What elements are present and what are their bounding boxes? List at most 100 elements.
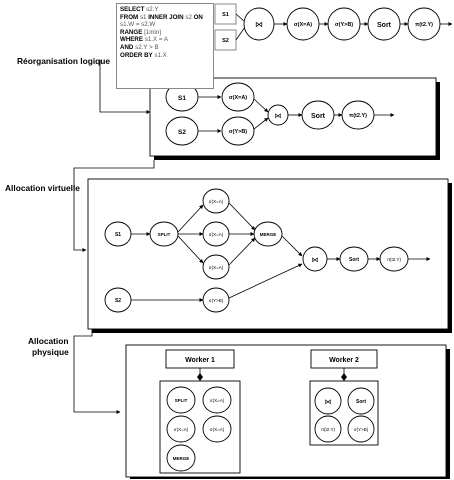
section-label-physical-2: physique [32,347,69,357]
sql-line-5: WHERE s1.X = A [120,36,210,44]
virtual-merge-label: MERGE [260,232,277,237]
logical-edge-sel-b-join [253,117,269,130]
virtual-sel-mid-label: σ(X=A) [209,232,224,237]
physical-plan: Worker 1 SPLIT σ(X=A) σ(X=A) σ(X=A) MERG… [125,344,450,479]
virtual-merge [253,221,283,247]
node-sel-b-label: σ(Y>B) [335,22,353,28]
node-sort-label: Sort [377,22,392,29]
node-proj-label: π(t2.Y) [415,22,433,28]
virtual-sel-bot [202,254,230,280]
w2-proj-label: π(t2.Y) [321,427,336,432]
node-sel-a-label: σ(X=A) [294,22,312,28]
sql-text: s2.Y [144,6,159,13]
sql-text: s1.W = s2.W [120,21,156,29]
virtual-edge-split-bot [177,235,204,264]
w2-join [314,387,342,415]
sql-line-6: AND s2.Y > B [120,44,210,52]
w2-sort-label: Sort [356,399,366,405]
w1-sel-2-label: σ(X=A) [174,427,189,432]
worker-1-title: Worker 1 [185,357,215,364]
section-label-logical: Réorganisation logique [17,56,111,66]
sql-kw: RANGE [120,28,143,36]
sql-kw: FROM [120,13,139,21]
source-s1-label: S1 [222,12,229,18]
logical-plan: S1 S2 σ(X=A) σ(Y>B) ⋈ Sort π(t2.Y) [149,77,440,160]
virtual-edge-top-merge [228,202,256,231]
section-label-physical-1: Allocation [28,336,69,346]
worker-1-diamond [197,373,203,381]
sql-kw: INNER JOIN [148,13,184,21]
logical-proj-label: π(t2.Y) [349,113,367,119]
worker-2-diamond [341,373,347,381]
logical-s2-label: S2 [178,129,186,136]
virtual-sel-bot-label: σ(X=A) [209,265,224,270]
virtual-sel-b-label: σ(Y>B) [209,298,224,303]
virtual-edge-bot-merge [228,237,256,266]
w2-sel-b-label: σ(Y>B) [354,427,369,432]
sql-kw: ORDER BY [120,51,153,59]
w2-sel-b [347,415,375,443]
virtual-edge-split-top [177,204,204,233]
w2-proj [314,415,342,443]
w2-sort [347,387,375,415]
w1-merge [166,444,196,472]
virtual-sort-label: Sort [349,257,359,263]
sql-kw: WHERE [120,36,144,44]
logical-sel-a-label: σ(X=A) [229,95,247,101]
node-join-label: ⋈ [255,20,263,29]
sql-line-3: s1.W = s2.W [120,21,210,29]
sql-text: [1min] [142,28,161,36]
w1-split [166,386,196,414]
connector-logical [99,60,151,114]
sql-text: s2 [183,13,194,21]
sql-kw: ON [193,13,203,21]
virtual-plan: S1 SPLIT σ(X=A) σ(X=A) σ(X=A) MERGE S2 [87,178,452,333]
logical-edge-sel-a-join [253,98,269,113]
sql-kw: AND [120,43,134,51]
virtual-join-label: ⋈ [312,257,319,264]
logical-s1-label: S1 [178,95,186,102]
sql-text: s1.X = A [143,36,168,44]
worker-2-title: Worker 2 [329,357,359,364]
sql-text: s2.Y > B [133,43,159,51]
sql-line-2: FROM s1 INNER JOIN s2 ON [120,14,210,22]
original-plan: S1 S2 ⋈ σ(X=A) σ(Y>B) Sort π(t2.Y) [214,3,453,51]
virtual-proj-label: π(t2.Y) [387,257,402,262]
w1-split-label: SPLIT [175,398,188,403]
w1-sel-1 [202,386,232,414]
w1-sel-3-label: σ(X=A) [210,427,225,432]
sql-text: s1.X [152,51,167,59]
connector-physical [73,329,121,414]
edge-s2-join [235,26,246,41]
w1-sel-1-label: σ(X=A) [210,398,225,403]
virtual-edge-sel-b-join [228,263,303,299]
virtual-s2-label: S2 [115,298,121,304]
sql-line-7: ORDER BY s1.X [120,52,210,60]
virtual-edge-merge-join [281,235,303,257]
source-s2-label: S2 [222,38,229,44]
w1-sel-2 [166,415,196,443]
section-label-virtual: Allocation virtuelle [5,183,80,193]
w1-merge-label: MERGE [173,456,190,461]
logical-join-label: ⋈ [275,113,282,120]
virtual-sel-top-label: σ(X=A) [209,199,224,204]
sql-kw: SELECT [120,6,145,13]
logical-sort-label: Sort [311,113,326,120]
w1-sel-3 [202,415,232,443]
virtual-s1-label: S1 [115,232,121,238]
logical-sel-a [221,82,255,112]
connector-virtual [73,160,155,252]
edge-s1-join [235,13,246,23]
virtual-sel-top [202,188,230,214]
logical-box [149,77,437,157]
sql-query-box: SELECT s2.Y FROM s1 INNER JOIN s2 ON s1.… [116,3,214,89]
sql-line-4: RANGE [1min] [120,29,210,37]
logical-sel-b [221,116,255,146]
virtual-split-label: SPLIT [158,232,171,237]
w2-join-label: ⋈ [325,399,332,406]
virtual-sel-b [202,287,230,313]
sql-line-1: SELECT s2.Y [120,6,210,14]
logical-sel-b-label: σ(Y>B) [229,129,247,135]
